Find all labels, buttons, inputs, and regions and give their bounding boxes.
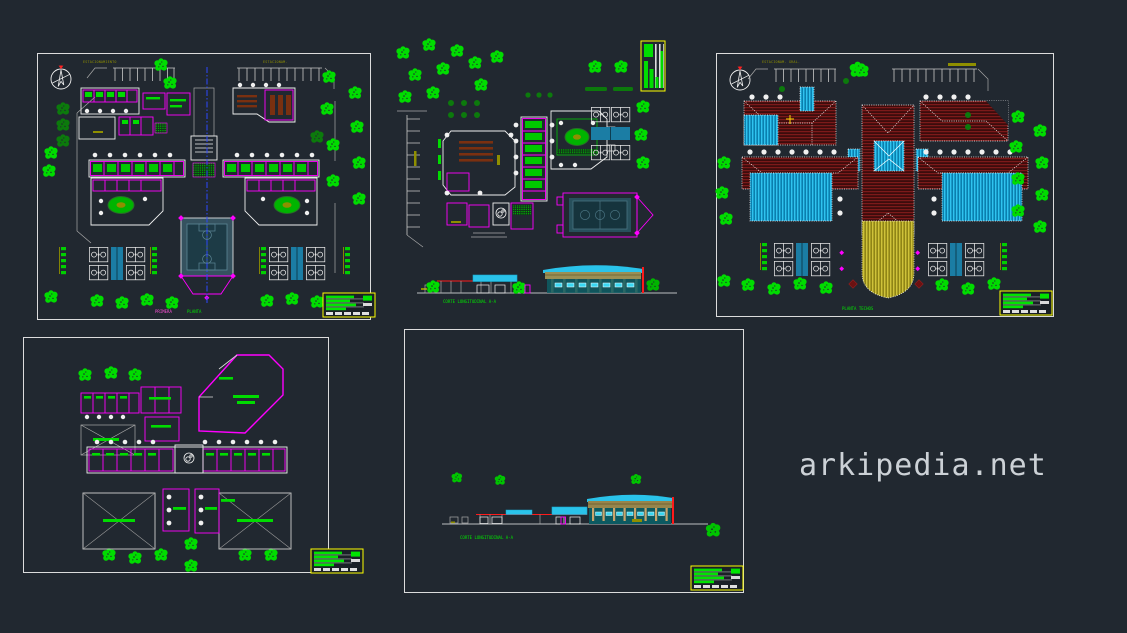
- section-elevation: [442, 472, 721, 537]
- svg-text:PRIMERA: PRIMERA: [155, 309, 172, 314]
- sheet-second-floor-plan[interactable]: [23, 337, 367, 577]
- shrub-grid: [448, 87, 633, 118]
- parking-label: ESTACIONAM.: [263, 60, 288, 64]
- sheet-border: [716, 53, 1054, 317]
- parking-label: ESTACIONAMIENTO: [83, 60, 117, 64]
- building-cluster: [438, 110, 616, 238]
- legend-block: [640, 40, 666, 92]
- north-arrow-icon: [50, 64, 72, 90]
- sheet-longitudinal-section[interactable]: CORTE LONGITUDINAL A-A: [404, 329, 744, 593]
- site-roads: [76, 96, 336, 273]
- upper-rooms: [80, 386, 182, 456]
- parking-rows: [747, 68, 989, 91]
- sheet-first-floor-plan[interactable]: ESTACIONAMIENTO ESTACIONAM.: [37, 53, 376, 320]
- building-first-floor: [78, 67, 320, 303]
- plan-caption: PLANTA TECHOS: [842, 306, 874, 311]
- section-caption: CORTE LONGITUDINAL A-A: [460, 535, 514, 540]
- courts: [774, 243, 985, 277]
- gym-roof: [587, 494, 673, 502]
- parking-rows: [86, 67, 335, 89]
- section-caption: CORTE LONGITUDINAL A-A: [443, 299, 497, 304]
- title-block: [310, 548, 364, 574]
- gym-plan: [556, 192, 654, 238]
- sheet-border: [23, 337, 329, 573]
- courts: [591, 107, 631, 161]
- gym-plan: [178, 215, 236, 301]
- title-block: [690, 565, 744, 591]
- svg-text:PLANTA: PLANTA: [187, 309, 202, 314]
- title-block: [999, 290, 1053, 316]
- title-block: [322, 292, 376, 318]
- section-elevation: [417, 265, 677, 294]
- watermark: arkipedia.net: [799, 448, 1047, 483]
- plan-caption: PRIMERA PLANTA: [155, 309, 202, 314]
- north-arrow-icon: [729, 65, 751, 91]
- sheet-border: [37, 53, 371, 320]
- hall-polygon: [198, 354, 284, 434]
- parking-label: ESTACIONAM. GRAL.: [762, 60, 800, 64]
- corridor-trees: [84, 82, 282, 114]
- sheet-site-detail[interactable]: CORTE LONGITUDINAL A-A: [385, 35, 710, 305]
- lower-rooms: [82, 488, 292, 550]
- gym-roof: [861, 220, 915, 299]
- sheet-roof-plan[interactable]: ESTACIONAM. GRAL.: [715, 53, 1054, 317]
- classroom-bar: [86, 439, 288, 474]
- sheet-border: [404, 329, 744, 593]
- basketball-courts: [89, 247, 326, 281]
- parking-comb: [397, 110, 427, 248]
- gym-roof: [543, 265, 643, 273]
- shrubs: [779, 78, 971, 130]
- annotation-bar: [948, 63, 976, 66]
- roofs: [741, 86, 1029, 299]
